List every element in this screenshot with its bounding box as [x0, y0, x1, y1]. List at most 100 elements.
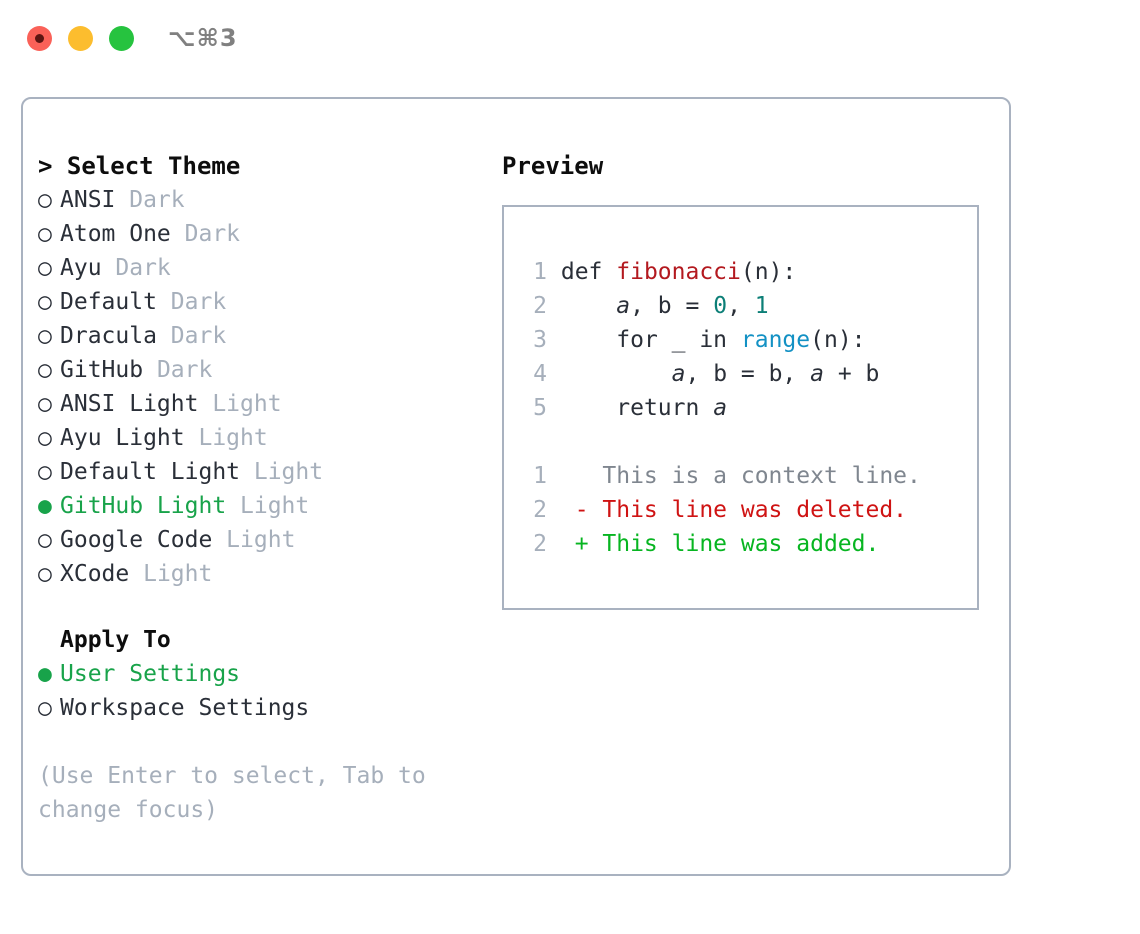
theme-variant-tag: Light	[226, 493, 310, 519]
theme-option-ansi-light[interactable]: ○ ANSI Light Light	[38, 387, 478, 421]
diff-text: This is a context line.	[602, 463, 921, 489]
theme-option-ansi[interactable]: ○ ANSI Dark	[38, 183, 478, 217]
theme-option-ayu[interactable]: ○ Ayu Dark	[38, 251, 478, 285]
theme-option-atom-one[interactable]: ○ Atom One Dark	[38, 217, 478, 251]
theme-variant-tag: Dark	[115, 187, 185, 213]
radio-unselected-icon: ○	[38, 695, 52, 721]
apply-to-label: Workspace Settings	[60, 695, 310, 721]
theme-variant-tag: Dark	[101, 255, 171, 281]
radio-unselected-icon: ○	[38, 425, 52, 451]
theme-variant-tag: Light	[198, 391, 282, 417]
apply-to-list[interactable]: ● User Settings ○ Workspace Settings	[38, 657, 478, 725]
theme-option-ayu-light[interactable]: ○ Ayu Light Light	[38, 421, 478, 455]
title-bar: ⌥⌘3	[0, 0, 1140, 78]
theme-variant-tag: Dark	[156, 289, 227, 315]
theme-selector-column: > Select Theme ○ANSI Dark○Atom One Dark○…	[38, 149, 478, 827]
code-token: , b = b,	[685, 361, 811, 387]
theme-list[interactable]: ○ANSI Dark○Atom One Dark○Ayu Dark○Defaul…	[38, 183, 478, 591]
code-token: ,	[727, 293, 755, 319]
select-theme-header: > Select Theme	[38, 152, 241, 180]
code-token: 1	[754, 293, 769, 319]
theme-name: GitHub	[60, 357, 144, 383]
close-button[interactable]	[27, 26, 52, 51]
radio-unselected-icon: ○	[38, 561, 52, 587]
theme-option-xcode[interactable]: ○XCode Light	[38, 557, 478, 591]
radio-unselected-icon: ○	[38, 221, 52, 247]
theme-option-default[interactable]: ○ Default Dark	[38, 285, 478, 319]
radio-unselected-icon: ○	[38, 289, 52, 315]
code-line: 1 def fibonacci(n):	[523, 255, 921, 289]
line-number: 1	[533, 463, 547, 489]
theme-name: ANSI Light	[60, 391, 199, 417]
code-token: a	[616, 293, 631, 319]
code-blank-line	[523, 425, 921, 459]
theme-variant-tag: Light	[240, 459, 324, 485]
code-line: 5 return a	[523, 391, 921, 425]
line-number: 1	[533, 259, 547, 285]
radio-unselected-icon: ○	[38, 527, 52, 553]
main-panel: > Select Theme ○ANSI Dark○Atom One Dark○…	[21, 97, 1011, 876]
line-number: 2	[533, 531, 547, 557]
apply-to-label: User Settings	[60, 661, 241, 687]
line-number: 2	[533, 293, 547, 319]
theme-option-dracula[interactable]: ○Dracula Dark	[38, 319, 478, 353]
diff-marker: -	[547, 497, 603, 523]
code-token	[561, 293, 616, 319]
diff-marker: +	[547, 531, 603, 557]
panel-columns: > Select Theme ○ANSI Dark○Atom One Dark○…	[23, 99, 1009, 874]
maximize-button[interactable]	[109, 26, 134, 51]
code-token: a	[713, 395, 728, 421]
code-token: def	[560, 259, 617, 285]
diff-text: This line was added.	[602, 531, 880, 557]
code-token: return	[560, 395, 714, 421]
theme-variant-tag: Dark	[156, 323, 227, 349]
keyboard-hint: (Use Enter to select, Tab to change focu…	[38, 763, 426, 823]
theme-name: Default	[60, 289, 157, 315]
line-number: 5	[533, 395, 547, 421]
traffic-lights	[27, 26, 134, 51]
code-token: + b	[823, 361, 880, 387]
theme-name: XCode	[60, 561, 130, 587]
apply-to-header: Apply To	[60, 627, 171, 653]
code-token: , b =	[630, 293, 714, 319]
code-token: a	[671, 361, 686, 387]
minimize-button[interactable]	[68, 26, 93, 51]
line-number: 2	[533, 497, 547, 523]
code-token: 0	[713, 293, 728, 319]
theme-name: Atom One	[60, 221, 171, 247]
theme-variant-tag: Dark	[143, 357, 213, 383]
code-token: a	[810, 361, 824, 387]
theme-name: Google Code	[60, 527, 213, 553]
code-line: 3 for _ in range(n):	[523, 323, 921, 357]
theme-option-github[interactable]: ○ GitHub Dark	[38, 353, 478, 387]
code-token: range	[740, 327, 811, 353]
code-token: (n):	[810, 327, 866, 353]
theme-name: Ayu Light	[60, 425, 185, 451]
theme-option-default-light[interactable]: ○Default Light Light	[38, 455, 478, 489]
diff-line-context: 1 This is a context line.	[523, 459, 921, 493]
theme-name: Ayu	[60, 255, 102, 281]
theme-variant-tag: Dark	[170, 221, 241, 247]
radio-selected-icon: ●	[38, 661, 52, 687]
preview-header: Preview	[502, 152, 604, 180]
line-number: 3	[533, 327, 547, 353]
preview-column: Preview 1 def fibonacci(n):2 a, b = 0, 1…	[502, 149, 992, 610]
diff-marker	[547, 463, 602, 489]
apply-to-option-workspace-settings[interactable]: ○ Workspace Settings	[38, 691, 478, 725]
theme-variant-tag: Light	[184, 425, 268, 451]
theme-option-google-code[interactable]: ○ Google Code Light	[38, 523, 478, 557]
code-line: 2 a, b = 0, 1	[523, 289, 921, 323]
theme-name: Default Light	[60, 459, 241, 485]
radio-unselected-icon: ○	[38, 255, 52, 281]
radio-unselected-icon: ○	[38, 391, 52, 417]
theme-name: ANSI	[60, 187, 116, 213]
theme-option-github-light[interactable]: ●GitHub Light Light	[38, 489, 478, 523]
apply-to-option-user-settings[interactable]: ● User Settings	[38, 657, 478, 691]
theme-variant-tag: Light	[212, 527, 296, 553]
radio-unselected-icon: ○	[38, 187, 52, 213]
theme-name: GitHub Light	[60, 493, 227, 519]
diff-text: This line was deleted.	[602, 497, 908, 523]
radio-unselected-icon: ○	[38, 357, 52, 383]
